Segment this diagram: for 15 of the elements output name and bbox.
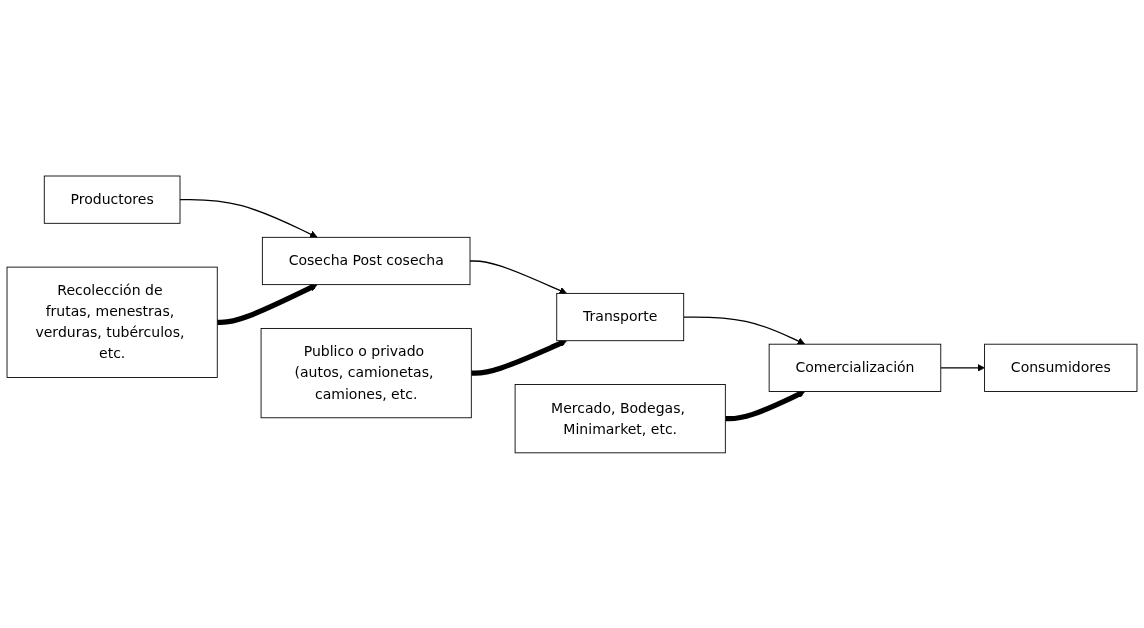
arrow xyxy=(217,283,318,325)
arrow xyxy=(683,315,806,345)
node-box: Cosecha Post cosecha xyxy=(261,236,471,285)
arrow xyxy=(725,390,806,421)
arrow xyxy=(469,259,567,294)
node-box: Consumidores xyxy=(984,343,1138,392)
arrow xyxy=(940,363,985,372)
node-box: Recolección de frutas, menestras, verduras, tubérculos, etc. xyxy=(6,266,218,378)
arrow xyxy=(179,198,318,238)
arrow xyxy=(471,339,567,376)
node-box: Productores xyxy=(43,175,181,224)
node-box: Transporte xyxy=(556,292,685,341)
node-box: Publico o privado (autos, camionetas, camiones, etc. xyxy=(260,327,472,418)
node-box: Comercialización xyxy=(768,343,942,392)
node-box: Mercado, Bodegas, Minimarket, etc. xyxy=(514,383,726,453)
